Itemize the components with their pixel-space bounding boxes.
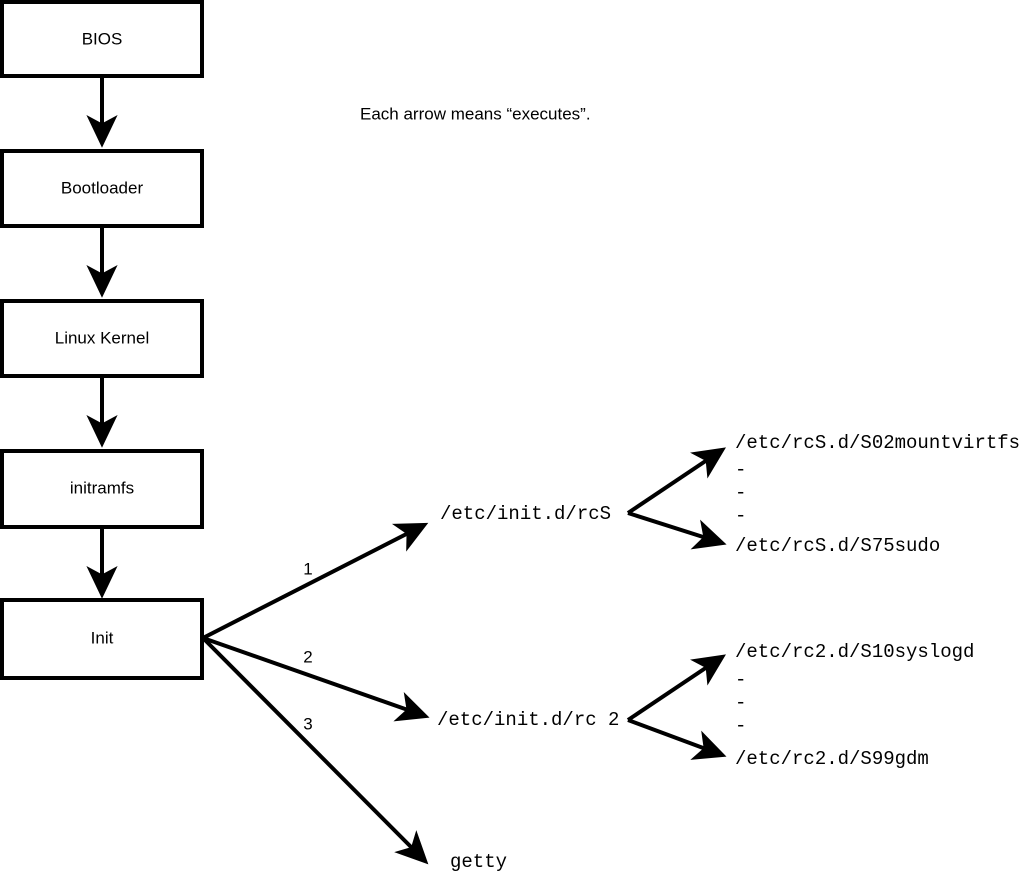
init-label: Init xyxy=(91,628,114,647)
node-linux-kernel[interactable]: Linux Kernel xyxy=(0,299,204,378)
bios-box[interactable] xyxy=(0,0,204,78)
node-bios[interactable]: BIOS xyxy=(0,0,204,78)
edge-init-to-rc2 xyxy=(202,636,430,722)
branch-number-3: 3 xyxy=(303,714,312,733)
node-rc2-label[interactable]: /etc/init.d/rc 2 xyxy=(437,709,619,731)
branch-number-2: 2 xyxy=(303,647,312,666)
rc2-ellipsis-dash-2: - xyxy=(735,692,746,714)
bootloader-label: Bootloader xyxy=(61,178,144,197)
rc2-last-script-label: /etc/rc2.d/S99gdm xyxy=(735,748,929,770)
node-getty-label[interactable]: getty xyxy=(450,851,507,873)
rc2-first-script-label: /etc/rc2.d/S10syslogd xyxy=(735,641,974,663)
bootloader-box[interactable] xyxy=(0,149,204,228)
edge-rcs-to-first-script xyxy=(626,447,726,515)
edge-init-to-rcs xyxy=(202,522,429,640)
edge-rc2-to-first-script xyxy=(626,654,726,722)
node-bootloader[interactable]: Bootloader xyxy=(0,149,204,228)
initramfs-label: initramfs xyxy=(70,478,134,497)
edge-rc2-to-last-script xyxy=(627,718,727,760)
diagram-caption: Each arrow means “executes”. xyxy=(360,104,591,123)
rcs-ellipsis-dash-1: - xyxy=(735,459,746,481)
rcs-ellipsis-dash-3: - xyxy=(735,505,746,527)
linux-kernel-label: Linux Kernel xyxy=(55,328,150,347)
node-initramfs[interactable]: initramfs xyxy=(0,449,204,529)
rc2-ellipsis-dash-1: - xyxy=(735,669,746,691)
bios-label: BIOS xyxy=(82,29,123,48)
rc2-ellipsis-dash-3: - xyxy=(735,715,746,737)
edge-rcs-to-last-script xyxy=(627,511,727,550)
rcs-ellipsis-dash-2: - xyxy=(735,482,746,504)
rcs-last-script-label: /etc/rcS.d/S75sudo xyxy=(735,535,940,557)
node-init[interactable]: Init xyxy=(0,598,204,680)
node-rcs-label[interactable]: /etc/init.d/rcS xyxy=(440,503,611,525)
linux-kernel-box[interactable] xyxy=(0,299,204,378)
rcs-first-script-label: /etc/rcS.d/S02mountvirtfs xyxy=(735,432,1020,454)
branch-number-1: 1 xyxy=(303,559,312,578)
edge-init-to-getty xyxy=(201,636,429,865)
